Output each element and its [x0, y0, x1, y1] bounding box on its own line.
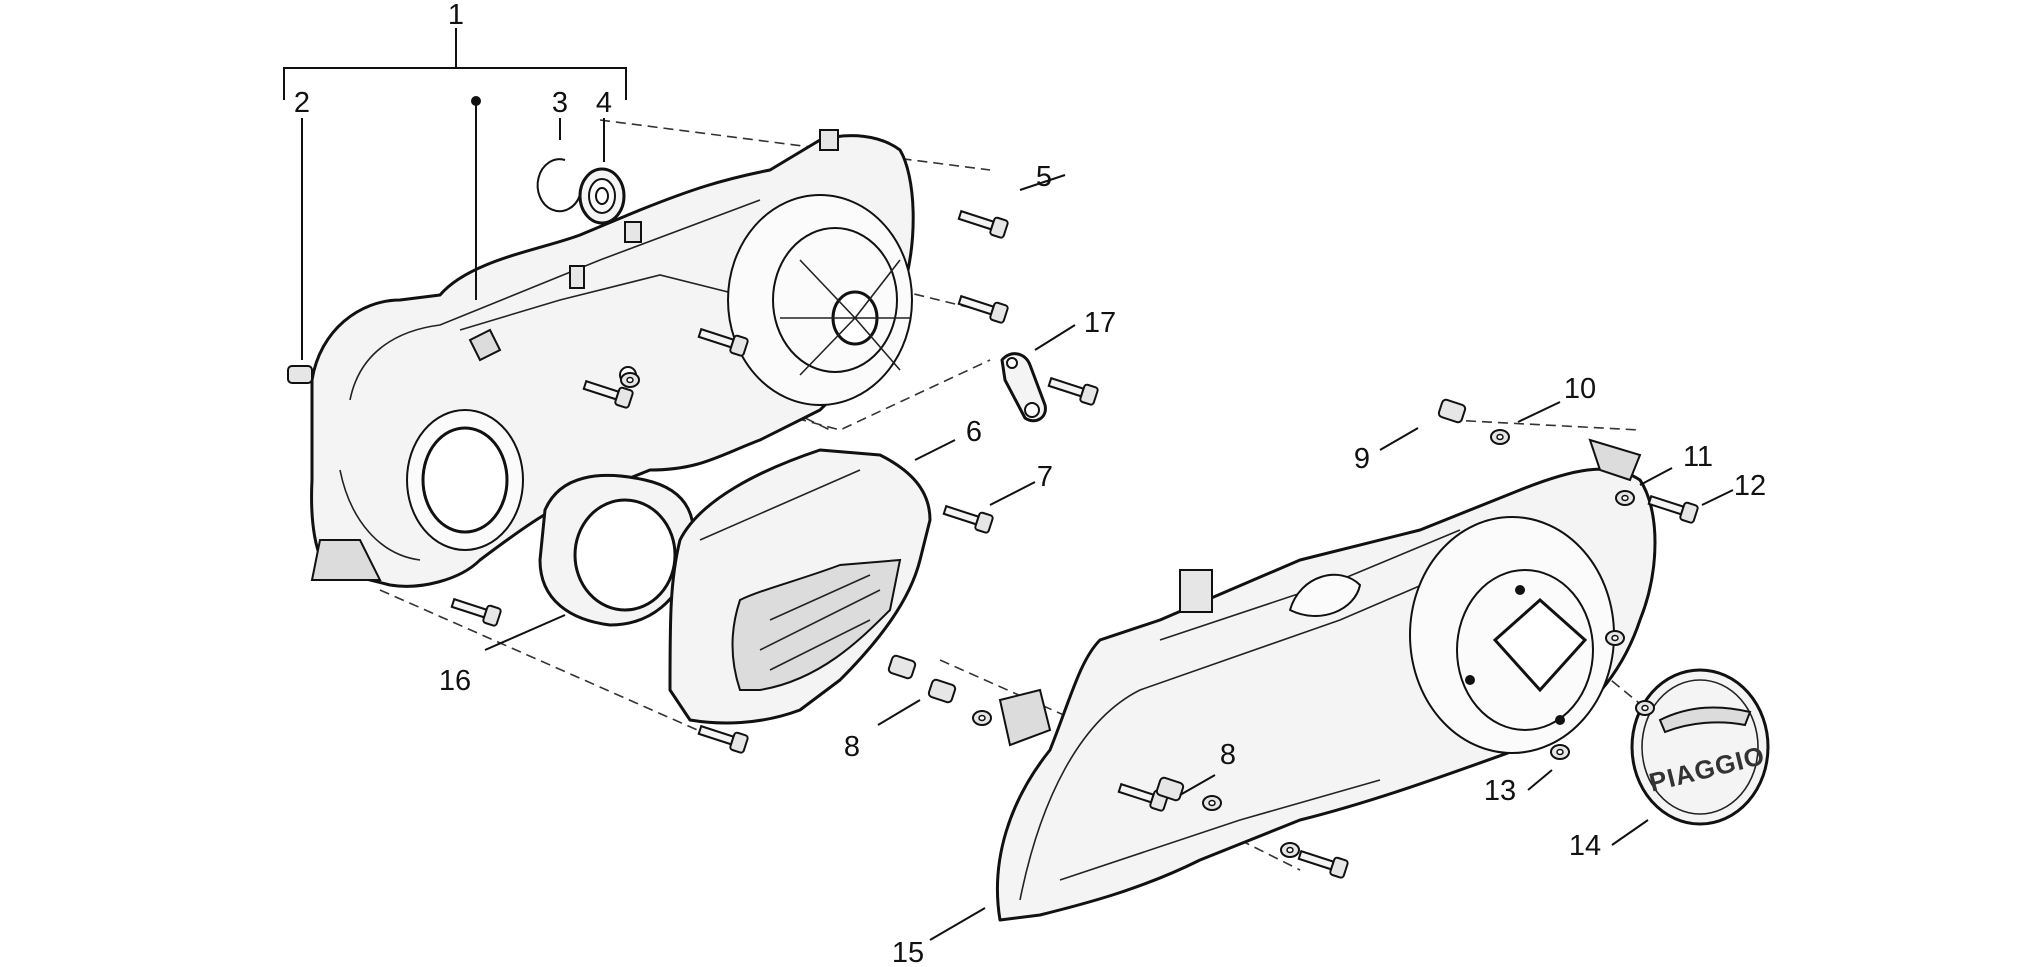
circlip — [536, 158, 581, 213]
bolt — [941, 500, 995, 535]
grommet — [620, 372, 640, 388]
bolt — [956, 205, 1010, 240]
callout-6: 6 — [966, 416, 982, 448]
callout-4: 4 — [596, 87, 612, 119]
outer-transmission-cover — [996, 438, 1657, 922]
callout-14: 14 — [1569, 830, 1601, 862]
washer — [1615, 490, 1635, 506]
grommet — [1202, 795, 1222, 811]
bolt — [449, 593, 503, 628]
group-bracket — [283, 28, 627, 106]
callout-17: 17 — [1084, 307, 1116, 339]
spacer — [887, 654, 917, 680]
callout-8: 8 — [1220, 739, 1236, 771]
spacer-set — [887, 398, 1467, 802]
logo-cap: PIAGGIO — [1630, 668, 1770, 826]
callout-labels: 1 2 3 4 5 6 7 8 8 9 10 11 12 13 14 15 16… — [294, 0, 1766, 967]
callout-11: 11 — [1683, 441, 1713, 473]
bolt — [1046, 372, 1100, 407]
dowel-pin — [287, 365, 313, 384]
callout-7: 7 — [1037, 461, 1053, 493]
washer — [1635, 700, 1655, 716]
callout-5: 5 — [1036, 161, 1052, 193]
callout-9: 9 — [1354, 443, 1370, 475]
callout-1: 1 — [448, 0, 464, 31]
washer — [1550, 744, 1570, 760]
inner-transmission-cover — [310, 129, 915, 588]
callout-8: 8 — [844, 731, 860, 763]
spacer — [1437, 398, 1467, 424]
callout-12: 12 — [1734, 470, 1766, 502]
callout-13: 13 — [1484, 775, 1516, 807]
rubber-ring — [538, 474, 695, 627]
spacer — [1155, 776, 1185, 802]
bracket-plate — [1000, 352, 1047, 423]
spacer — [927, 678, 957, 704]
leader-lines — [301, 101, 1734, 941]
callout-2: 2 — [294, 87, 310, 119]
bolt — [956, 290, 1010, 325]
bolt — [696, 720, 750, 755]
washer — [1605, 630, 1625, 646]
callout-16: 16 — [439, 665, 471, 697]
washer — [1280, 842, 1300, 858]
grommet — [972, 710, 992, 726]
grommet — [1490, 429, 1510, 445]
callout-3: 3 — [552, 87, 568, 119]
bolt — [1296, 845, 1350, 880]
callout-15: 15 — [892, 937, 924, 967]
air-duct-cover — [668, 448, 932, 725]
callout-10: 10 — [1564, 373, 1596, 405]
bearing — [578, 167, 626, 225]
